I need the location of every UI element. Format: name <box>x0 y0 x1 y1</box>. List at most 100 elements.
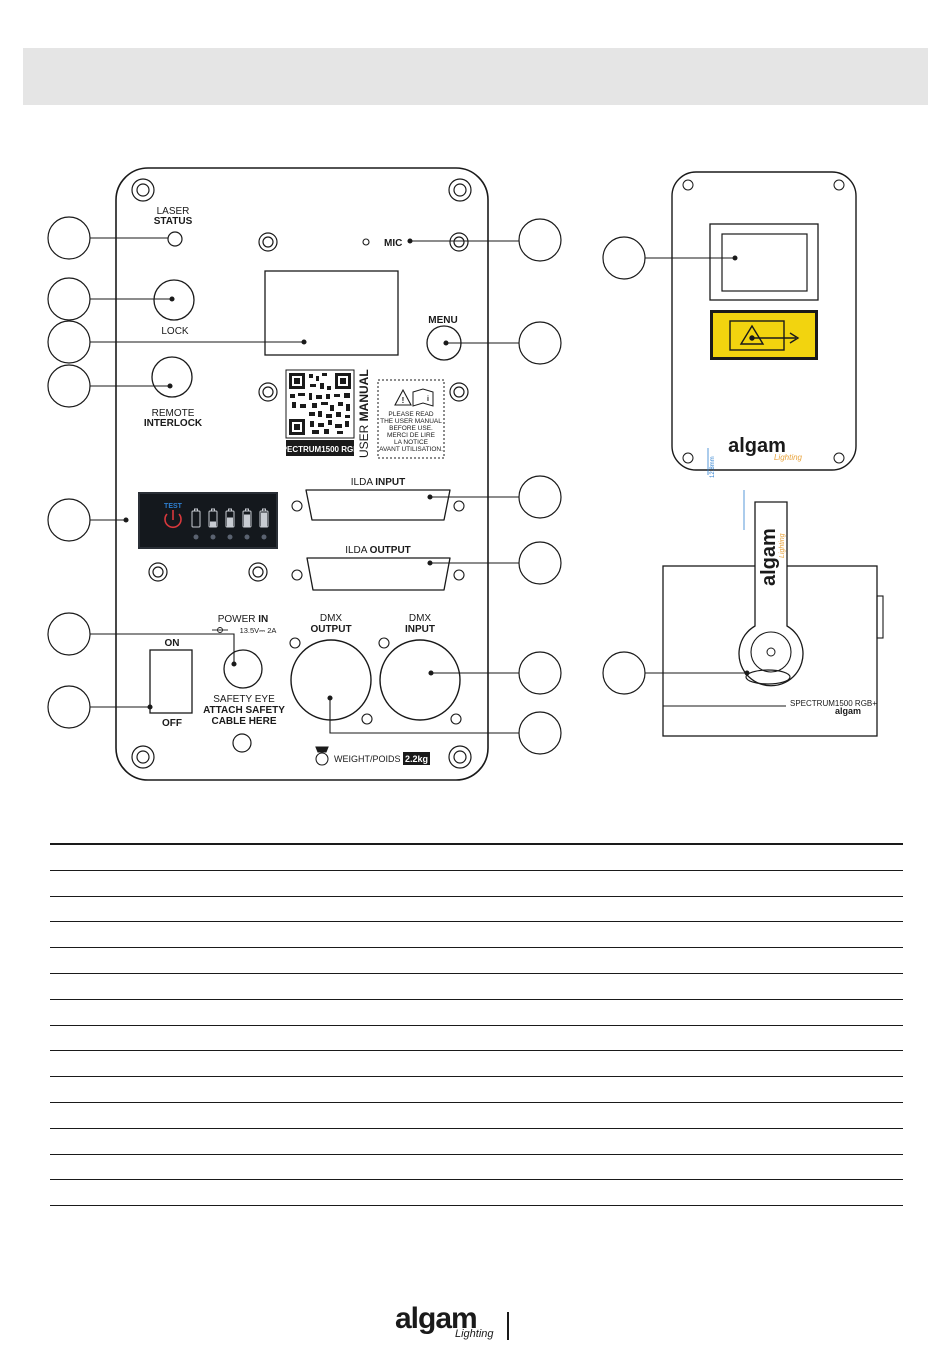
dmx-output-label-1: DMX <box>320 613 343 624</box>
table-row <box>50 948 903 974</box>
remote-interlock-label-2: INTERLOCK <box>144 418 203 429</box>
table-top-rule <box>50 843 903 845</box>
laser-status-label-2: STATUS <box>154 216 193 227</box>
callout-front-aperture <box>602 236 646 280</box>
ilda-output-connector[interactable] <box>306 557 451 591</box>
power-in-label: POWER IN <box>218 614 269 625</box>
weight-value: 2.2kg <box>405 754 428 764</box>
mic-label: MIC <box>384 238 402 249</box>
svg-text:CABLE HERE: CABLE HERE <box>211 716 276 727</box>
aperture-frame <box>709 223 819 301</box>
side-brand-logo: algam <box>835 706 861 716</box>
front-brand-logo: algam <box>728 435 786 457</box>
svg-text:MERCI DE LIRE: MERCI DE LIRE <box>387 432 436 439</box>
ilda-output-label: ILDA OUTPUT <box>345 545 411 556</box>
section-header-bar <box>23 48 928 105</box>
table-row <box>50 897 903 923</box>
callouts-left <box>47 216 91 729</box>
table-row <box>50 871 903 897</box>
lock-key-switch[interactable] <box>153 279 195 321</box>
svg-text:THE USER MANUAL: THE USER MANUAL <box>380 418 442 425</box>
menu-label: MENU <box>428 315 457 326</box>
svg-text:SAFETY EYE: SAFETY EYE <box>213 694 275 705</box>
table-row <box>50 1000 903 1026</box>
front-panel <box>671 171 857 471</box>
dmx-input-label-1: DMX <box>409 613 432 624</box>
bracket-brand-logo: algam <box>758 528 780 586</box>
table-row <box>50 974 903 1000</box>
qr-caption-box <box>286 440 354 456</box>
svg-text:!: ! <box>402 396 405 405</box>
rear-panel <box>115 167 489 781</box>
table-row <box>50 1155 903 1181</box>
svg-text:PLEASE READ: PLEASE READ <box>388 411 433 418</box>
power-switch[interactable] <box>149 649 193 714</box>
product-diagram: LASER STATUS LOCK REMOTE INTERLOCK MIC M… <box>47 167 884 781</box>
weight-badge <box>403 752 430 765</box>
table-row <box>50 1180 903 1207</box>
svg-text:AVANT UTILISATION.: AVANT UTILISATION. <box>379 446 443 453</box>
laser-status-label-1: LASER <box>157 206 190 217</box>
display-indicator-dots <box>193 534 267 540</box>
power-spec: 13.5V⎓ 2A <box>240 626 277 635</box>
safety-eye-label: SAFETY EYE ATTACH SAFETY CABLE HERE <box>203 694 285 727</box>
display-window <box>264 270 399 356</box>
table-row <box>50 922 903 949</box>
manual-info-icon <box>412 388 434 407</box>
mic-hole <box>362 238 370 246</box>
battery-level-icons <box>191 508 269 528</box>
power-in-socket[interactable] <box>223 649 263 689</box>
front-panel-screws <box>682 179 845 464</box>
table-row <box>50 1051 903 1078</box>
weight-icon <box>315 746 329 766</box>
svg-text:LA NOTICE: LA NOTICE <box>394 439 429 446</box>
callout-leaders-right <box>327 238 519 734</box>
svg-text:BEFORE USE.: BEFORE USE. <box>389 425 433 432</box>
footer-brand: algam <box>395 1302 478 1335</box>
ilda-input-label: ILDA INPUT <box>351 477 405 488</box>
polarity-icon <box>212 627 228 633</box>
weight-label: WEIGHT/POIDS <box>334 754 401 764</box>
laser-status-led <box>167 231 183 247</box>
status-display <box>138 492 278 549</box>
footer-divider <box>507 1312 509 1340</box>
qr-code <box>285 369 355 439</box>
bracket-knob <box>745 669 791 685</box>
table-row <box>50 845 903 871</box>
table-rows <box>50 845 903 1207</box>
dmx-input-label-2: INPUT <box>405 624 435 635</box>
switch-off-label: OFF <box>162 718 182 729</box>
front-brand-sub: Lighting <box>774 453 803 462</box>
remote-interlock-label-1: REMOTE <box>152 408 195 419</box>
laser-warning-icon <box>729 320 800 351</box>
power-icon <box>164 510 182 529</box>
lock-label: LOCK <box>161 326 189 337</box>
table-row <box>50 1077 903 1103</box>
dmx-output-connector[interactable] <box>290 639 372 721</box>
switch-on-label: ON <box>165 638 180 649</box>
laser-aperture <box>721 233 808 292</box>
side-model-label: SPECTRUM1500 RGB+ <box>790 699 877 708</box>
svg-text:ATTACH SAFETY: ATTACH SAFETY <box>203 705 285 716</box>
warning-icon <box>394 388 412 406</box>
ilda-input-connector[interactable] <box>305 489 451 521</box>
dmx-input-connector[interactable] <box>379 639 461 721</box>
display-test-label: TEST <box>164 503 183 510</box>
bracket-brand-sub: Lighting <box>779 533 786 558</box>
user-manual-vertical: USER MANUAL <box>357 369 371 458</box>
spec-table <box>50 843 903 1207</box>
remote-interlock-jack[interactable] <box>151 356 193 398</box>
callout-side-bracket <box>602 651 646 695</box>
dmx-output-label-2: OUTPUT <box>310 624 351 635</box>
qr-caption: SPECTRUM1500 RGB+ <box>276 445 364 454</box>
corner-screws <box>131 178 472 769</box>
footer-logo: algam Lighting <box>395 1302 520 1344</box>
dimension-text: 12.8mm <box>710 456 716 478</box>
svg-text:i: i <box>427 396 429 403</box>
table-row <box>50 1129 903 1155</box>
table-row <box>50 1103 903 1129</box>
notice-box <box>377 379 445 459</box>
footer-brand-sub: Lighting <box>455 1328 494 1340</box>
callout-leaders-left <box>90 237 307 710</box>
table-row <box>50 1026 903 1052</box>
